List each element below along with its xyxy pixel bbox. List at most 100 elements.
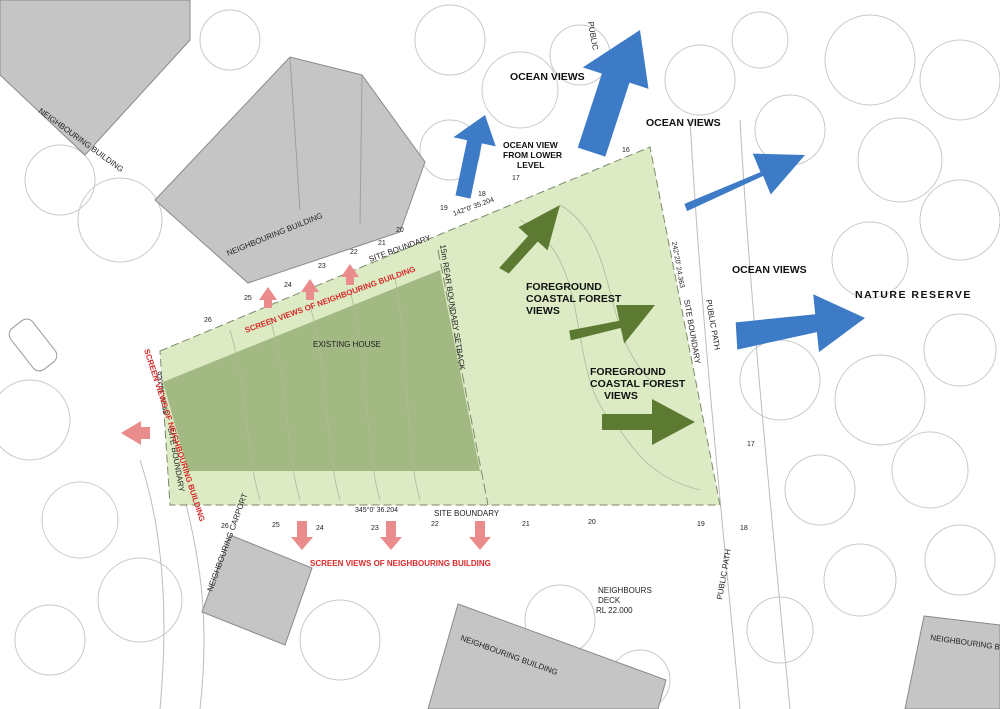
forest-views-label: VIEWS bbox=[604, 390, 638, 402]
screen-views-label-south: SCREEN VIEWS OF NEIGHBOURING BUILDING bbox=[310, 559, 491, 568]
tree-canopy bbox=[481, 51, 559, 129]
forest-view-arrows bbox=[499, 205, 695, 445]
public-label: PUBLIC bbox=[586, 21, 600, 51]
ocean-lower-label: OCEAN VIEW bbox=[503, 140, 559, 150]
site-boundary-label: SITE BOUNDARY bbox=[434, 509, 500, 518]
contour-line bbox=[269, 317, 301, 501]
ocean-arrow-east bbox=[684, 153, 805, 212]
contour-number: 20 bbox=[396, 227, 404, 234]
contour-number: 24 bbox=[316, 525, 324, 532]
public-path-label: PUBLIC PATH bbox=[715, 548, 733, 600]
screen-arrows bbox=[121, 264, 491, 550]
forest-views-label: FOREGROUND bbox=[526, 281, 602, 293]
tree-canopy bbox=[731, 11, 789, 69]
neighbouring-carport bbox=[201, 534, 313, 646]
ocean-view-arrows bbox=[453, 30, 865, 353]
car-body bbox=[8, 318, 58, 372]
neighbouring-building-nw bbox=[0, 0, 191, 156]
ocean-views-label: OCEAN VIEWS bbox=[510, 71, 585, 83]
contour-line bbox=[229, 329, 261, 501]
contour-number: 17 bbox=[512, 175, 520, 182]
nature-reserve-label: NATURE RESERVE bbox=[855, 289, 972, 301]
path-line bbox=[689, 119, 741, 709]
tree-canopy bbox=[664, 44, 736, 116]
contour-number: 18 bbox=[478, 191, 486, 198]
tree-canopy bbox=[77, 177, 163, 263]
contour-line bbox=[559, 204, 651, 381]
forest-views-label: COASTAL FOREST bbox=[590, 378, 686, 390]
tree-canopy bbox=[0, 379, 71, 461]
forest-arrow-middle bbox=[569, 305, 655, 344]
screen-arrow-south bbox=[469, 521, 491, 550]
tree-canopy bbox=[919, 39, 1000, 121]
contour-numbers: 16 17 17 18 18 19 19 20 20 21 21 22 22 2… bbox=[204, 147, 755, 532]
tree-canopy bbox=[924, 524, 996, 596]
neighbours-deck-rl: RL 22.000 bbox=[596, 606, 633, 615]
tree-canopy bbox=[784, 454, 856, 526]
contour-number: 21 bbox=[378, 240, 386, 247]
contour-number: 22 bbox=[431, 521, 439, 528]
contour-number: 19 bbox=[697, 521, 705, 528]
screen-arrow-south bbox=[380, 521, 402, 550]
tree-canopy bbox=[831, 221, 909, 299]
tree-canopy bbox=[891, 431, 969, 509]
tree-canopy bbox=[823, 543, 897, 617]
ocean-views-label: OCEAN VIEWS bbox=[732, 264, 807, 276]
tree-canopy bbox=[97, 557, 183, 643]
forest-arrow-north bbox=[499, 205, 560, 274]
contour-number: 18 bbox=[740, 525, 748, 532]
tree-canopy bbox=[923, 313, 997, 387]
contour-number: 16 bbox=[622, 147, 630, 154]
roof-line bbox=[359, 74, 363, 226]
contour-number: 20 bbox=[588, 519, 596, 526]
screen-arrow-west bbox=[121, 421, 150, 445]
forest-views-label: COASTAL FOREST bbox=[526, 293, 622, 305]
tree-canopy bbox=[824, 14, 916, 106]
neighbours-deck-label: DECK bbox=[598, 596, 621, 605]
roof-line bbox=[289, 56, 301, 211]
screen-arrow-north bbox=[259, 287, 277, 308]
contour-number: 24 bbox=[284, 282, 292, 289]
contour-number: 21 bbox=[522, 521, 530, 528]
tree-canopy bbox=[746, 596, 814, 664]
forest-views-label: FOREGROUND bbox=[590, 366, 666, 378]
contour-number: 25 bbox=[272, 522, 280, 529]
rear-setback-line bbox=[437, 249, 489, 506]
contour-line bbox=[519, 219, 701, 491]
existing-house-label: EXISTING HOUSE bbox=[313, 340, 381, 349]
contour-number: 25 bbox=[244, 295, 252, 302]
screen-arrow-north bbox=[341, 264, 359, 285]
tree-canopy bbox=[919, 179, 1000, 261]
tree-canopy bbox=[199, 9, 261, 71]
screen-arrow-north bbox=[301, 279, 319, 300]
public-path-label: PUBLIC PATH bbox=[704, 299, 722, 351]
ocean-views-label: OCEAN VIEWS bbox=[646, 117, 721, 129]
view-labels: OCEAN VIEWS OCEAN VIEWS OCEAN VIEWS OCEA… bbox=[503, 71, 972, 402]
tree-canopy bbox=[14, 604, 86, 676]
road-line bbox=[139, 459, 165, 709]
contour-number: 19 bbox=[440, 205, 448, 212]
ocean-lower-label: FROM LOWER bbox=[503, 150, 562, 160]
contour-number: 22 bbox=[350, 249, 358, 256]
tree-canopy bbox=[857, 117, 943, 203]
ocean-arrow-north bbox=[577, 30, 649, 157]
road-line bbox=[184, 499, 205, 709]
contour-number: 26 bbox=[221, 523, 229, 530]
tree-canopy bbox=[739, 339, 821, 421]
forest-arrow-south bbox=[602, 399, 695, 445]
public-path-lines bbox=[139, 119, 791, 709]
bearing-bottom: 345°0' 36.204 bbox=[355, 506, 398, 514]
tree-canopy bbox=[24, 144, 96, 216]
tree-canopy bbox=[41, 481, 119, 559]
contour-lines bbox=[229, 204, 701, 501]
ocean-arrow-nature-reserve bbox=[735, 294, 865, 353]
screen-arrow-south bbox=[291, 521, 313, 550]
ocean-arrow-lower-level bbox=[453, 115, 496, 199]
contour-line bbox=[309, 304, 341, 501]
car-outline bbox=[8, 318, 58, 372]
contour-number: 23 bbox=[371, 525, 379, 532]
contour-line bbox=[394, 277, 421, 501]
